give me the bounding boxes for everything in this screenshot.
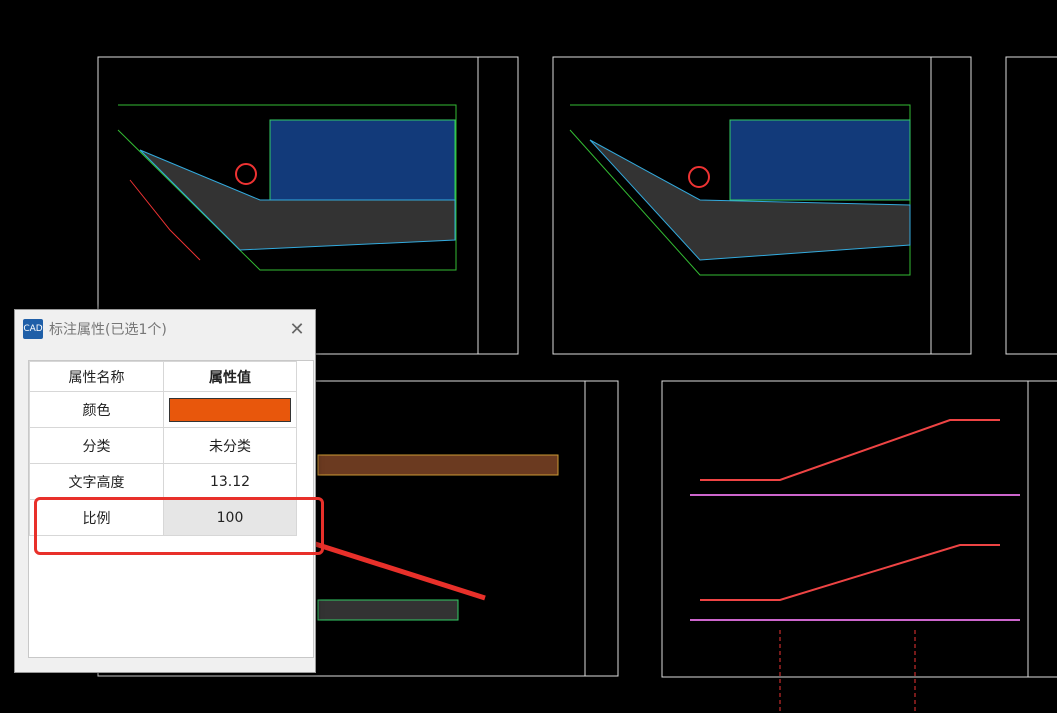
property-name: 文字高度 [29, 463, 164, 500]
row-scale[interactable]: 比例 100 [29, 499, 297, 536]
dialog-titlebar[interactable]: CAD 标注属性(已选1个) ✕ [15, 310, 315, 348]
property-name: 颜色 [29, 391, 164, 428]
property-name: 分类 [29, 427, 164, 464]
annotation-properties-dialog: CAD 标注属性(已选1个) ✕ 属性名称 属性值 颜色 分类 未分类 文字高度… [14, 309, 316, 673]
color-swatch[interactable] [169, 397, 291, 422]
header-value: 属性值 [163, 361, 297, 392]
property-value[interactable]: 100 [163, 499, 297, 536]
dialog-title: 标注属性(已选1个) [49, 322, 167, 338]
property-value[interactable]: 13.12 [163, 463, 297, 500]
header-name: 属性名称 [29, 361, 164, 392]
row-color[interactable]: 颜色 [29, 391, 297, 428]
property-name: 比例 [29, 499, 164, 536]
row-text-height[interactable]: 文字高度 13.12 [29, 463, 297, 500]
drawing-sheet [661, 380, 1057, 678]
property-value[interactable]: 未分类 [163, 427, 297, 464]
grid-header: 属性名称 属性值 [29, 361, 297, 392]
properties-grid: 属性名称 属性值 颜色 分类 未分类 文字高度 13.12 比例 100 [28, 360, 314, 658]
close-icon[interactable]: ✕ [289, 318, 305, 340]
color-value[interactable] [163, 391, 297, 428]
highlight-box [34, 497, 324, 555]
app-icon: CAD [23, 319, 43, 339]
drawing-sheet [1005, 56, 1057, 355]
row-category[interactable]: 分类 未分类 [29, 427, 297, 464]
